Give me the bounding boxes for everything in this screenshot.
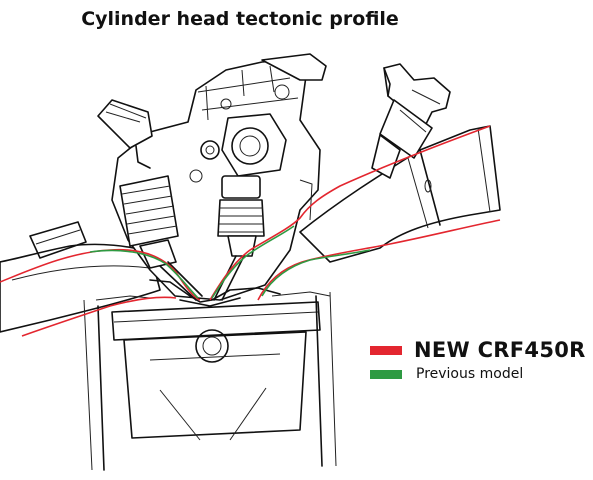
legend-new-model: NEW CRF450R bbox=[370, 338, 586, 362]
cylinder-head-body bbox=[111, 53, 327, 301]
legend-new-label: NEW CRF450R bbox=[414, 338, 586, 362]
breather-fitting bbox=[97, 99, 153, 169]
intake-port bbox=[299, 125, 501, 263]
diagram-title: Cylinder head tectonic profile bbox=[81, 8, 399, 30]
legend-previous-label: Previous model bbox=[416, 366, 524, 382]
exhaust-valve-spring bbox=[119, 175, 203, 301]
previous-model-profile bbox=[89, 225, 371, 299]
legend-previous-swatch bbox=[370, 369, 402, 379]
combustion-chamber bbox=[95, 279, 331, 307]
piston bbox=[83, 291, 337, 471]
new-model-profile bbox=[0, 125, 501, 337]
fuel-injector bbox=[371, 63, 451, 179]
legend-previous-model: Previous model bbox=[370, 366, 523, 382]
legend-new-swatch bbox=[370, 345, 402, 355]
